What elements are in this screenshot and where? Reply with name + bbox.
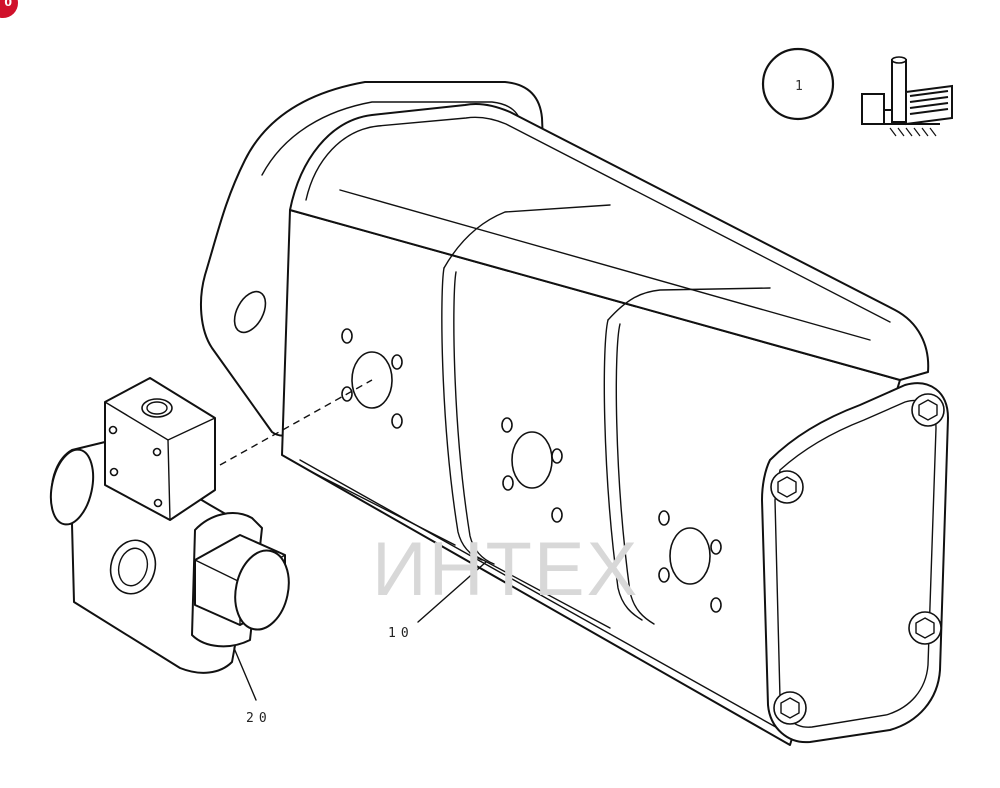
legend-circle-label: 1 [795,79,803,94]
connection-line [219,379,373,466]
watermark-text: ИНТЕХ [372,527,640,612]
port-pattern [658,510,722,613]
valve-block [49,377,290,674]
tool-icon [861,56,953,137]
leader-line-10 [417,561,487,623]
gear-pump-assembly [200,81,949,746]
leader-line-20 [233,647,257,701]
port-pattern [501,417,563,523]
corner-badge: 0 [0,0,18,18]
callout-20: 20 [246,711,272,726]
legend-circle: 1 [761,47,835,121]
bolt-head-icon [770,393,945,725]
callout-10: 10 [388,626,414,641]
